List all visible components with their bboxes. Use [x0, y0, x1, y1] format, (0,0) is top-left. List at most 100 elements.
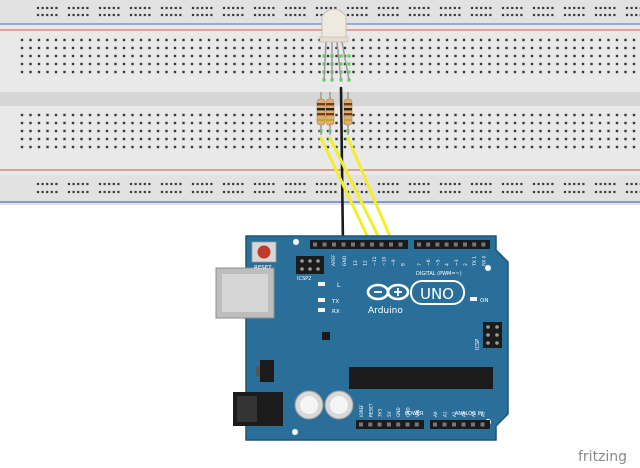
rail-hole	[272, 190, 275, 194]
breadboard-hole	[505, 62, 508, 66]
breadboard-hole	[335, 46, 338, 50]
rail-hole	[594, 190, 598, 194]
breadboard-hole	[581, 46, 585, 50]
breadboard-hole	[275, 54, 279, 58]
breadboard-hole	[258, 137, 262, 141]
breadboard-hole	[165, 46, 168, 50]
breadboard-hole	[556, 145, 559, 149]
breadboard-hole	[63, 46, 66, 50]
breadboard-hole	[326, 54, 330, 58]
breadboard-hole	[437, 46, 440, 50]
breadboard-hole	[462, 38, 466, 42]
header-pin	[435, 242, 440, 247]
breadboard-hole	[105, 54, 109, 58]
breadboard-hole	[411, 113, 415, 117]
breadboard-hole	[454, 145, 457, 149]
rail-hole	[77, 6, 80, 10]
rail-hole	[563, 13, 567, 17]
breadboard-hole	[46, 38, 49, 42]
breadboard-hole	[522, 54, 525, 58]
breadboard-hole	[148, 54, 151, 58]
rail-hole	[599, 6, 602, 10]
rail-hole	[108, 6, 111, 10]
breadboard-hole	[139, 38, 143, 42]
breadboard-hole	[29, 121, 32, 125]
breadboard-hole	[29, 137, 32, 141]
header-pin	[453, 242, 458, 247]
rail-hole	[294, 6, 297, 10]
rail-hole	[439, 190, 443, 194]
rail-hole	[222, 13, 226, 17]
breadboard-hole	[275, 62, 279, 66]
rail-hole	[205, 6, 208, 10]
breadboard-hole	[122, 70, 126, 74]
breadboard-hole	[496, 129, 500, 133]
header-pin	[360, 242, 365, 247]
rail-hole	[396, 190, 399, 194]
breadboard-hole	[624, 38, 627, 42]
rail-hole	[568, 6, 571, 10]
rail-hole	[320, 190, 323, 194]
power-pin-label: GND	[406, 407, 411, 417]
rail-hole	[501, 190, 505, 194]
rail-hole	[298, 190, 301, 194]
breadboard-hole	[275, 70, 279, 74]
breadboard-hole	[139, 113, 143, 117]
resistor-band	[326, 119, 334, 121]
rail-hole	[108, 13, 111, 17]
rail-hole	[608, 13, 611, 17]
breadboard-hole	[216, 113, 219, 117]
rail-hole	[604, 182, 607, 186]
breadboard-hole	[54, 121, 58, 125]
breadboard-hole	[471, 137, 474, 141]
breadboard-hole	[590, 137, 593, 141]
breadboard-hole	[326, 46, 330, 50]
rail-hole	[391, 182, 394, 186]
header-pin	[316, 259, 320, 263]
breadboard-hole	[573, 62, 576, 66]
rail-hole	[608, 190, 611, 194]
breadboard-hole	[632, 54, 636, 58]
breadboard-hole	[88, 113, 92, 117]
rail-hole	[165, 190, 168, 194]
breadboard-hole	[394, 38, 398, 42]
breadboard-hole	[377, 113, 381, 117]
breadboard-hole	[462, 62, 466, 66]
digital-pin-label: 12	[363, 260, 369, 266]
rail-hole	[179, 190, 182, 194]
header-pin	[486, 325, 490, 329]
rail-hole	[272, 13, 275, 17]
rail-hole	[453, 190, 456, 194]
led-rim	[319, 36, 349, 43]
mounting-hole	[293, 239, 299, 245]
breadboard-hole	[573, 137, 576, 141]
rail-hole	[165, 6, 168, 10]
breadboard-hole	[275, 46, 279, 50]
active-hole	[322, 62, 326, 66]
breadboard-hole	[139, 121, 143, 125]
rail-hole	[81, 182, 84, 186]
header-pin	[480, 422, 485, 427]
rail-hole	[298, 6, 301, 10]
breadboard-hole	[88, 121, 92, 125]
power-pin-label: GND	[396, 407, 401, 417]
breadboard-hole	[190, 137, 194, 141]
breadboard-hole	[615, 129, 619, 133]
breadboard-hole	[224, 38, 228, 42]
breadboard-hole	[462, 145, 466, 149]
digital-pin-label: 8	[401, 263, 407, 266]
breadboard-hole	[114, 70, 117, 74]
rail-hole	[573, 6, 576, 10]
rail-hole	[599, 190, 602, 194]
rail-hole	[284, 182, 288, 186]
breadboard-hole	[224, 145, 228, 149]
breadboard-hole	[369, 145, 372, 149]
breadboard-hole	[394, 62, 398, 66]
rail-hole	[117, 6, 120, 10]
breadboard-hole	[122, 137, 126, 141]
breadboard-hole	[505, 129, 508, 133]
breadboard-hole	[437, 137, 440, 141]
rail-hole	[272, 182, 275, 186]
breadboard-hole	[54, 145, 58, 149]
breadboard-hole	[20, 129, 24, 133]
